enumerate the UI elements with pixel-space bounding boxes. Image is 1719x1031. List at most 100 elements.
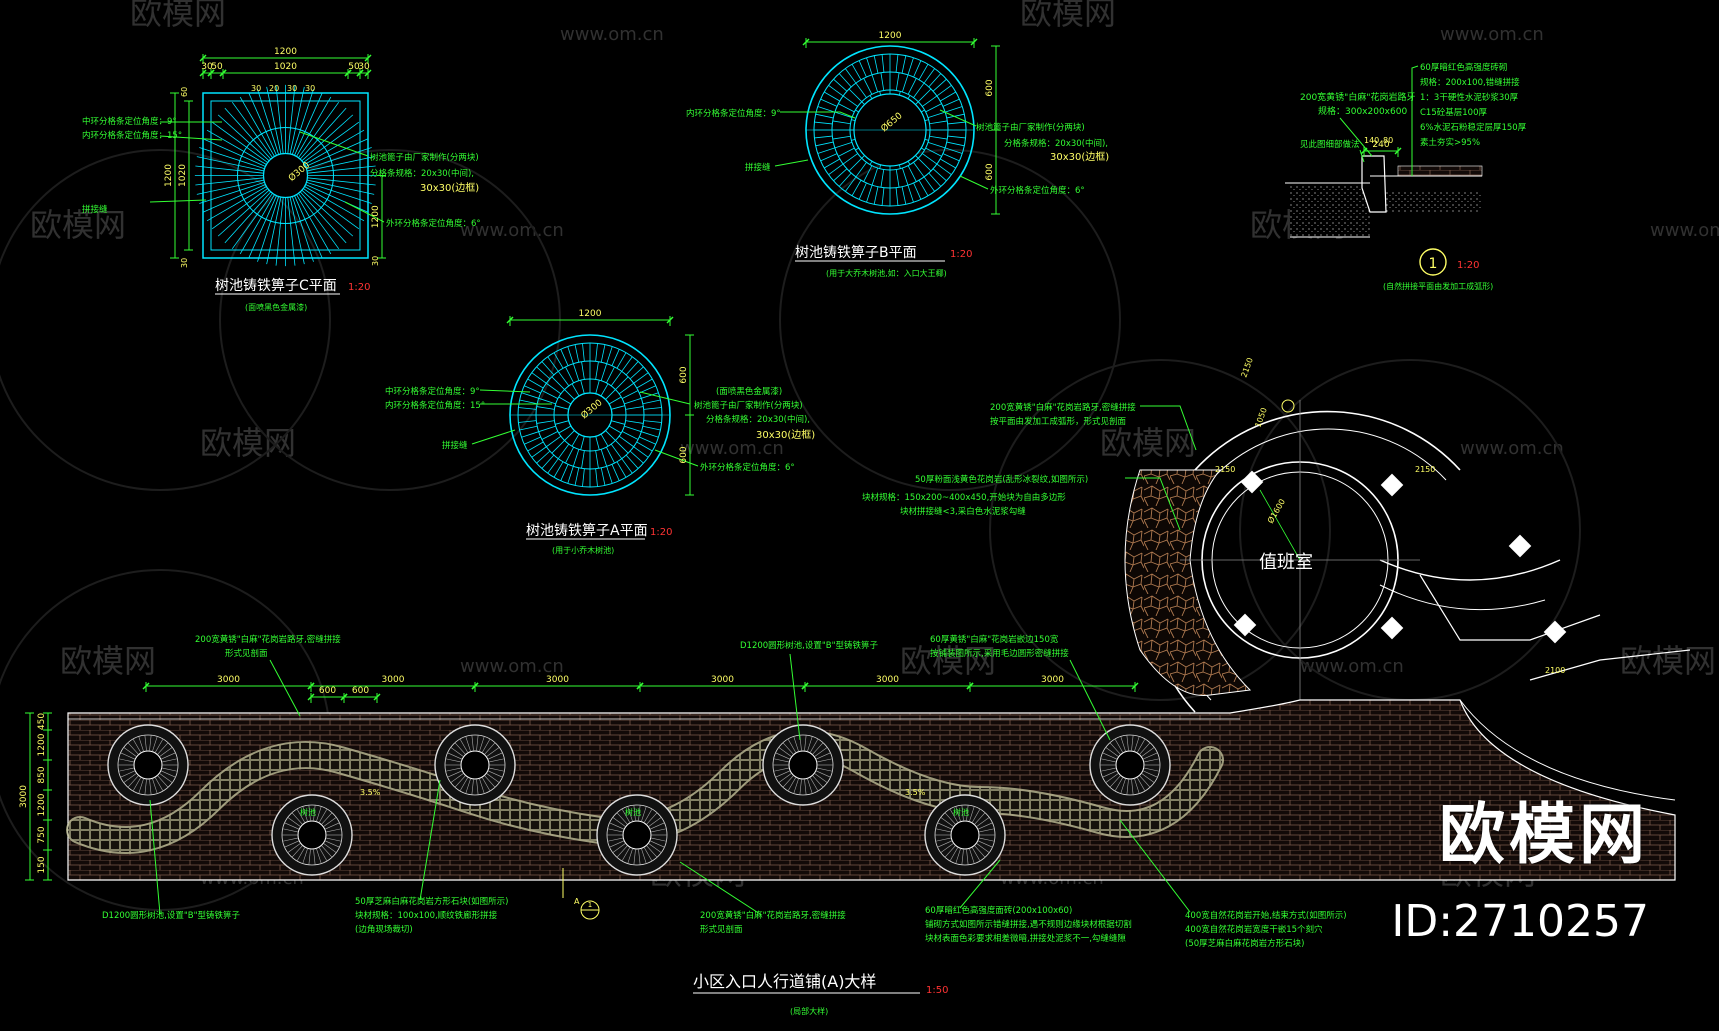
- grate-a-radial-outer: [606, 346, 613, 364]
- paving-tree-spoke: [325, 828, 342, 833]
- grate-a-radial-mid: [600, 449, 608, 467]
- paving-tree-spoke: [627, 806, 633, 822]
- grate-b-radial-outer: [814, 121, 833, 125]
- grate-b-radial-inner: [879, 164, 882, 169]
- grate-a-dim-top-label: 1200: [579, 309, 602, 319]
- grate-a-radial-outer: [582, 343, 585, 362]
- grate-a-radial-inner: [564, 389, 575, 400]
- grate-b-note-right: 树池篦子由厂家制作(分两块): [976, 122, 1085, 133]
- grate-a-radial-mid: [610, 443, 623, 459]
- grate-c-radial: [206, 186, 267, 222]
- paving-tree-spoke: [132, 738, 142, 754]
- grate-b-radial-inner: [907, 95, 911, 100]
- grate-a-note-left: 拼接缝: [442, 440, 468, 451]
- grate-c-note-left: 拼接缝: [82, 204, 108, 215]
- grate-a-radial-outer: [531, 372, 547, 384]
- grate-b-radial-inner: [898, 164, 901, 169]
- grate-a-radial-mid: [546, 435, 562, 448]
- paving-tree-spoke: [138, 778, 144, 794]
- paving-tree-spoke: [971, 808, 981, 824]
- grate-b-radial-outer: [814, 135, 833, 139]
- paving-leader-top-1: [269, 659, 301, 717]
- paving-tree-spoke: [302, 848, 308, 864]
- guard-note-paving: 块材规格：150x200~400x450,开始块为自由多边形: [862, 492, 1066, 503]
- paving-tree-spoke: [609, 840, 625, 848]
- watermark-site: www.om.cn: [1460, 438, 1564, 459]
- watermark-arc: [0, 149, 331, 491]
- grate-a-radial-outer: [633, 372, 649, 384]
- paving-tree-spoke: [814, 747, 828, 758]
- grate-c-radial: [199, 147, 265, 170]
- grate-b-note-left: 拼接缝: [745, 162, 771, 173]
- grate-b-radial-outer: [942, 153, 960, 162]
- grate-b-radial-mid: [863, 78, 873, 95]
- guard-column: [1543, 620, 1567, 644]
- paving-tree-spoke: [318, 846, 328, 862]
- grate-c-radial: [306, 156, 375, 172]
- grate-b-radial-inner: [869, 95, 873, 100]
- paving-tree-spoke: [484, 742, 496, 755]
- grate-b-radial-outer: [881, 54, 885, 73]
- grate-b-leader-1: [780, 111, 856, 119]
- grate-b-dim-top-arrow-r: [970, 38, 978, 46]
- grate-a-radial-mid: [557, 371, 570, 387]
- paving-tree-spoke: [1114, 738, 1124, 754]
- grate-a-note-right: 树池篦子由厂家制作(分两块): [694, 400, 803, 411]
- grate-a-dim-top-arrow-l: [506, 316, 514, 324]
- brand-id: ID:2710257: [1391, 896, 1649, 947]
- paving-tree-spoke: [1109, 775, 1121, 788]
- grate-a-radial-outer: [574, 467, 580, 486]
- paving-leader-bottom-4: [959, 859, 1001, 909]
- paving-tree-spoke: [775, 752, 791, 760]
- grate-c-dim-sub-label: 30: [201, 62, 213, 72]
- paving-tree-spoke: [940, 817, 954, 828]
- paving-note-top: 60厚黄锈"白麻"花岗岩嵌边150宽: [930, 634, 1059, 645]
- grate-a-radial-outer: [527, 378, 544, 389]
- paving-tree-spoke: [804, 735, 807, 752]
- paving-tree-spoke: [120, 752, 136, 760]
- paving-tree-spoke: [966, 848, 969, 865]
- grate-b-radial-outer: [851, 180, 862, 197]
- paving-cut-label: A: [574, 897, 580, 906]
- paving-tree-spoke: [1143, 758, 1160, 763]
- watermark-arc: [779, 149, 1121, 491]
- paving-tree-spoke: [154, 738, 164, 754]
- paving-tree-spoke: [966, 805, 969, 822]
- paving-note-bottom: 形式见剖面: [700, 924, 743, 935]
- grate-a-radial-outer: [600, 344, 606, 363]
- paving-note-bottom: 60厚暗红色高强度面砖(200x100x60): [925, 905, 1072, 916]
- grate-b-radial-outer: [936, 85, 952, 97]
- grate-a-radial-inner: [580, 380, 585, 394]
- grate-b-radial-mid: [855, 82, 867, 98]
- grate-c-radial: [196, 156, 265, 172]
- grate-c-radial: [304, 186, 365, 222]
- paving-tree-spoke: [127, 775, 139, 788]
- grate-b-dim-right-1-label: 600: [985, 79, 995, 96]
- paving-tree-spoke: [149, 735, 152, 752]
- paving-tree-label: 树池: [625, 807, 641, 817]
- paving-dim-top-3-arrow-l: [471, 682, 479, 690]
- paving-tree-spoke: [287, 842, 301, 853]
- grate-c-radial: [196, 179, 265, 195]
- paving-tree-spoke: [160, 752, 176, 760]
- grate-b-radial-inner: [851, 119, 856, 122]
- section-1-base: [1290, 185, 1370, 237]
- grate-c-note-right: 分格条规格：20x30(中间),: [370, 168, 474, 179]
- paving-tree-spoke: [325, 837, 342, 842]
- paving-tree-spoke: [807, 736, 813, 752]
- grate-b-radial-inner: [861, 155, 865, 159]
- paving-tree-spoke: [944, 812, 956, 825]
- grate-b-dim-top-label: 1200: [879, 31, 902, 41]
- grate-b-radial-inner: [915, 155, 919, 159]
- paving-tree-spoke: [643, 846, 653, 862]
- guard-radius: [1259, 489, 1301, 561]
- grate-b-title: 树池铸铁箅子B平面: [795, 245, 917, 261]
- grate-b-radial-outer: [823, 158, 840, 169]
- paving-dim-small-1-arrow-l: [307, 693, 315, 701]
- grate-b-radial-outer: [923, 176, 935, 192]
- paving-tree-spoke: [118, 758, 135, 763]
- paving-dim-small-2-arrow-r: [373, 693, 381, 701]
- paving-tree-spoke: [471, 778, 474, 795]
- grate-b-radial-mid: [880, 72, 885, 91]
